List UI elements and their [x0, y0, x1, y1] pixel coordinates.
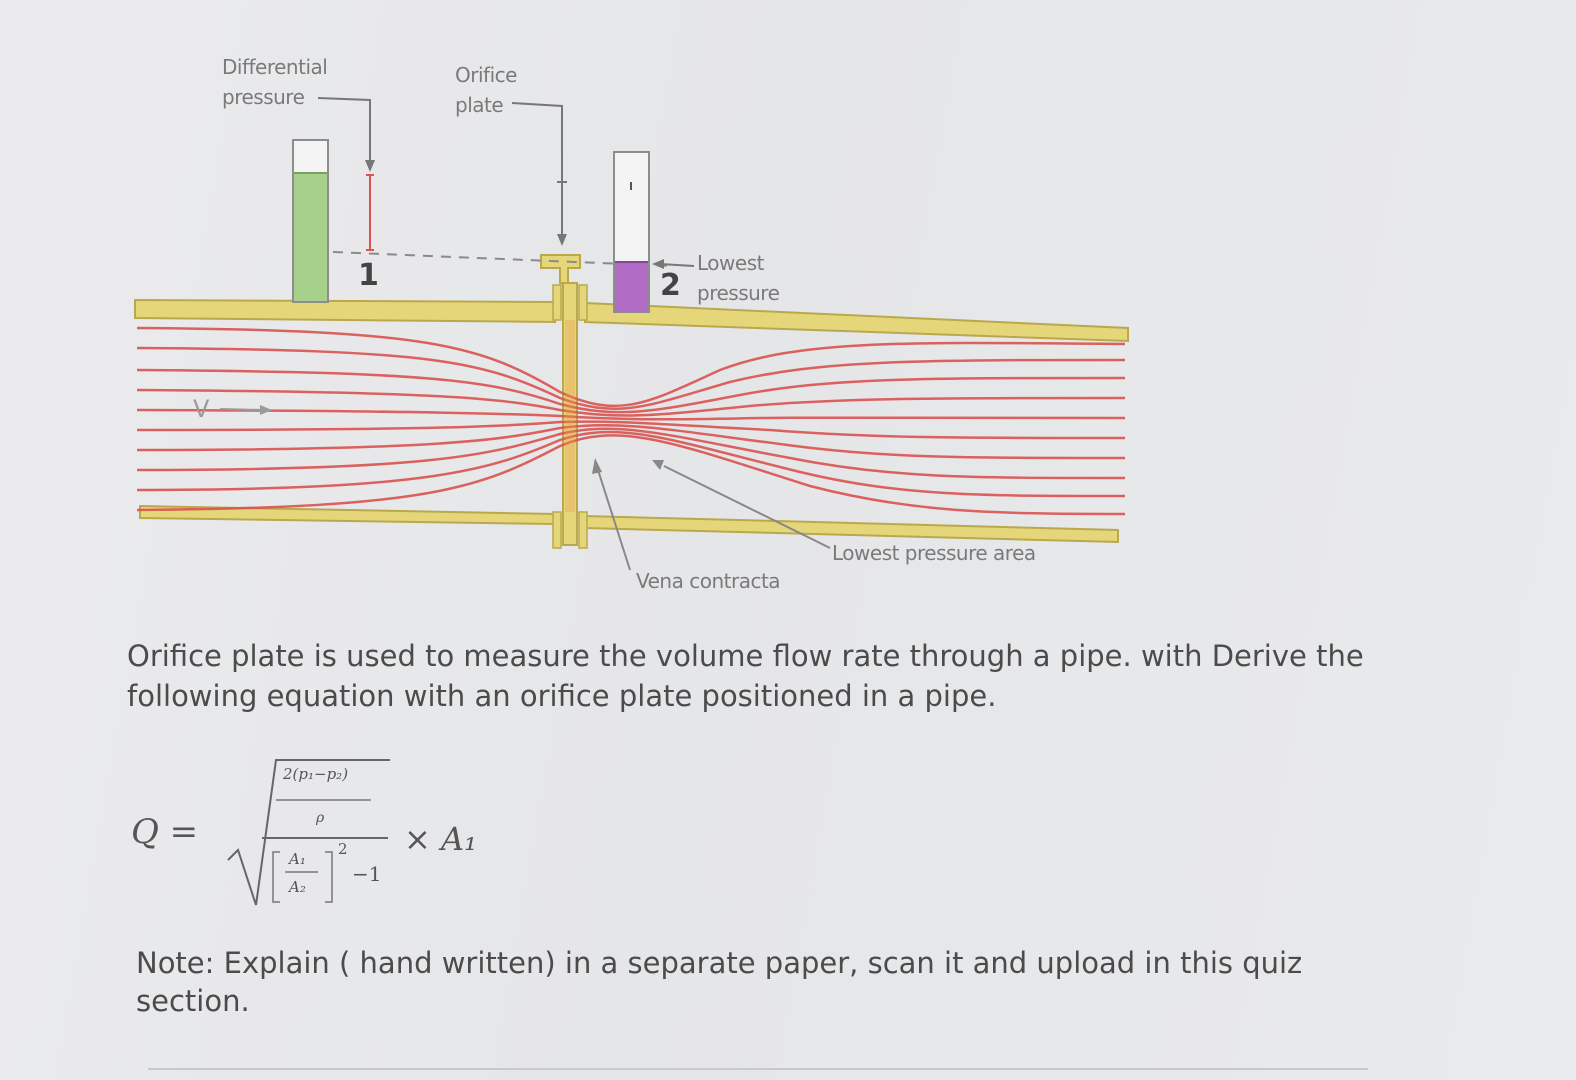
point-2-label: 2 — [660, 268, 681, 303]
manometer-tube-1 — [292, 139, 329, 303]
question-text: Orifice plate is used to measure the vol… — [127, 639, 1364, 713]
formula-lhs: Q = — [131, 812, 199, 852]
point-1-label: 1 — [358, 258, 379, 293]
manometer-tube-2 — [613, 151, 650, 313]
formula-radical — [227, 759, 390, 906]
velocity-label: V — [193, 395, 209, 423]
formula-area-ratio-denominator: A₂ — [289, 878, 306, 896]
formula-exponent: 2 — [338, 840, 348, 858]
velocity-arrow — [219, 405, 272, 415]
lowest-pressure-pointer — [652, 259, 695, 269]
streamlines — [136, 326, 1126, 516]
formula-area-ratio-numerator: A₁ — [289, 850, 306, 868]
answer-area-border — [148, 1068, 1368, 1070]
vena-contracta-leader — [592, 458, 631, 571]
differential-pressure-pointer — [317, 97, 375, 251]
formula-minus-one: −1 — [352, 862, 382, 886]
differential-pressure-label: Differential pressure — [222, 55, 328, 109]
orifice-plate-label: Orifice plate — [455, 63, 517, 117]
lower-pipe-wall — [139, 504, 1119, 544]
orifice-plate-pointer — [511, 102, 567, 246]
orifice-plate-diagram — [134, 97, 1129, 571]
formula-times-a1: × A₁ — [404, 820, 477, 858]
lowest-pressure-area-label: Lowest pressure area — [832, 541, 1036, 565]
orifice-plate — [540, 254, 588, 549]
lowest-pressure-area-leader — [652, 460, 831, 549]
lowest-pressure-label: Lowest pressure — [697, 251, 780, 305]
note-text: Note: Explain ( hand written) in a separ… — [136, 946, 1303, 1018]
level-dashed-line — [332, 251, 673, 267]
vena-contracta-label: Vena contracta — [636, 569, 781, 593]
formula-numerator: 2(p₁−p₂) — [283, 765, 349, 783]
plate-throat — [565, 320, 575, 512]
formula-density: ρ — [316, 810, 325, 826]
